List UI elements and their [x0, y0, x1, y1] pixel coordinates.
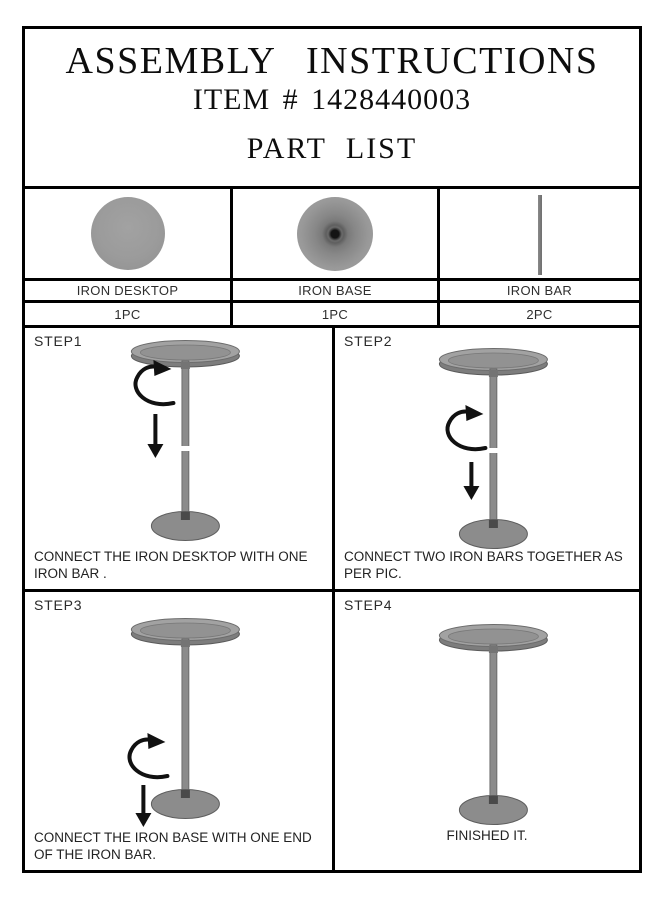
step-1-label: STEP1	[34, 333, 83, 349]
down-arrow-icon	[463, 462, 480, 500]
steps-row-2: STEP3 CONNECT THE IRON BASE WITH ONE END…	[25, 592, 639, 870]
part-image-cell	[440, 189, 639, 278]
step-1-caption: CONNECT THE IRON DESKTOP WITH ONE IRON B…	[34, 549, 308, 581]
item-number: ITEM # 1428440003	[192, 83, 472, 116]
table-top-tray	[130, 618, 240, 646]
part-qty: 2PC	[440, 303, 639, 325]
pedestal-table-illustration	[438, 624, 548, 825]
part-name: IRON BAR	[440, 281, 639, 300]
table-base	[150, 789, 220, 819]
step-4-illustration	[413, 624, 573, 845]
part-qty: 1PC	[233, 303, 437, 325]
down-arrow-icon	[134, 785, 151, 827]
table-top-tray	[438, 348, 548, 376]
step-3-illustration	[105, 618, 265, 839]
pole-gap	[176, 446, 193, 451]
step-2-illustration	[413, 348, 573, 569]
step-1-illustration	[105, 340, 265, 561]
iron-bar-rod-icon	[537, 194, 542, 275]
step-2-caption: CONNECT TWO IRON BARS TOGETHER AS PER PI…	[344, 549, 623, 581]
part-image-cell	[25, 189, 230, 278]
step-1-panel: STEP1 CONNECT THE IRON DESKTOP WITH ONE …	[25, 328, 332, 589]
table-base	[458, 519, 528, 549]
table-pole	[180, 360, 190, 517]
step-2-panel: STEP2 CONNECT TWO IRON BARS TOGETHER AS …	[335, 328, 639, 589]
step-3-caption: CONNECT THE IRON BASE WITH ONE END OF TH…	[34, 830, 312, 862]
pedestal-table-illustration	[130, 340, 240, 541]
pole-gap	[485, 448, 502, 453]
part-name: IRON DESKTOP	[25, 281, 230, 300]
part-image-cell	[233, 189, 437, 278]
down-arrow-icon	[146, 414, 163, 458]
header-section: ASSEMBLY INSTRUCTIONS ITEM # 1428440003 …	[25, 29, 639, 186]
table-base	[458, 795, 528, 825]
instruction-sheet: ASSEMBLY INSTRUCTIONS ITEM # 1428440003 …	[22, 26, 642, 873]
part-name: IRON BASE	[233, 281, 437, 300]
parts-label-row: IRON DESKTOP IRON BASE IRON BAR	[25, 281, 639, 300]
pedestal-table-illustration	[127, 618, 240, 827]
pedestal-table-illustration	[438, 348, 548, 549]
rotate-arrow-icon	[445, 405, 488, 452]
steps-row-1: STEP1 CONNECT THE IRON DESKTOP WITH ONE …	[25, 328, 639, 589]
part-list-title: PART LIST	[246, 132, 418, 165]
rotate-arrow-icon	[133, 360, 175, 407]
iron-base-dome-icon	[297, 196, 373, 271]
table-top-tray	[130, 340, 240, 368]
iron-desktop-disc-icon	[90, 197, 165, 270]
step-4-panel: STEP4 FINISHED IT.	[335, 592, 639, 870]
parts-qty-row: 1PC 1PC 2PC	[25, 303, 639, 325]
rotate-arrow-icon	[127, 733, 169, 780]
step-2-label: STEP2	[344, 333, 393, 349]
table-pole	[488, 368, 498, 525]
step-3-label: STEP3	[34, 597, 83, 613]
step-4-caption: FINISHED IT.	[446, 827, 528, 843]
step-4-label: STEP4	[344, 597, 393, 613]
table-pole	[488, 644, 498, 801]
parts-image-row	[25, 189, 639, 278]
page-title: ASSEMBLY INSTRUCTIONS	[65, 40, 599, 82]
part-qty: 1PC	[25, 303, 230, 325]
table-base	[150, 511, 220, 541]
table-pole	[180, 638, 190, 795]
step-3-panel: STEP3 CONNECT THE IRON BASE WITH ONE END…	[25, 592, 332, 870]
